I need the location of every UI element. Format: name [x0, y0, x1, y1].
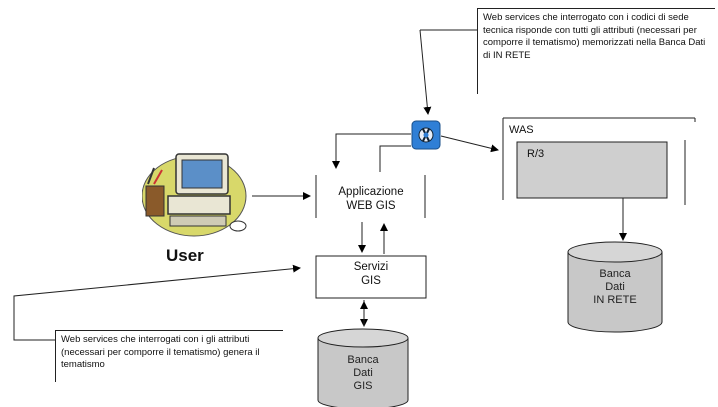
db-gis-label: Banca Dati GIS	[318, 354, 408, 393]
db-gis-line3: GIS	[353, 380, 373, 392]
icon-to-was-arrow	[440, 135, 499, 153]
app-frame	[315, 175, 426, 218]
top-callout: Web services che interrogato con i codic…	[477, 8, 715, 94]
was-frame	[502, 117, 696, 205]
db-inrete-line3: IN RETE	[593, 294, 637, 306]
gear-tool-icon	[411, 120, 441, 150]
db-inrete-line2: Dati	[605, 281, 625, 293]
app-line2: WEB GIS	[346, 200, 396, 212]
user-label: User	[166, 246, 204, 265]
db-gis-line2: Dati	[353, 367, 373, 379]
icon-to-app-arrow	[332, 133, 411, 169]
db-inrete-label: Banca Dati IN RETE	[568, 268, 662, 307]
servizi-box	[315, 255, 427, 299]
bottom-callout-arrow	[13, 264, 301, 341]
servizi-line1: Servizi	[353, 261, 389, 273]
db-gis-line1: Banca	[347, 354, 379, 366]
servizi-gis-node: Servizi GIS	[316, 260, 426, 288]
top-callout-arrow	[419, 29, 432, 115]
app-to-icon-line	[379, 145, 411, 172]
r3-label: R/3	[527, 148, 545, 160]
db-inrete-cylinder	[567, 241, 663, 333]
r3-box	[516, 141, 668, 199]
db-gis-cylinder	[317, 328, 409, 407]
bottom-callout: Web services che interrogati con i gli a…	[55, 330, 283, 382]
servizi-line2: GIS	[361, 275, 381, 287]
computer-user-icon	[142, 153, 247, 237]
app-line1: Applicazione	[338, 186, 404, 198]
db-inrete-line1: Banca	[599, 268, 631, 280]
app-web-gis-node: Applicazione WEB GIS	[316, 185, 426, 213]
was-label: WAS	[509, 124, 534, 136]
